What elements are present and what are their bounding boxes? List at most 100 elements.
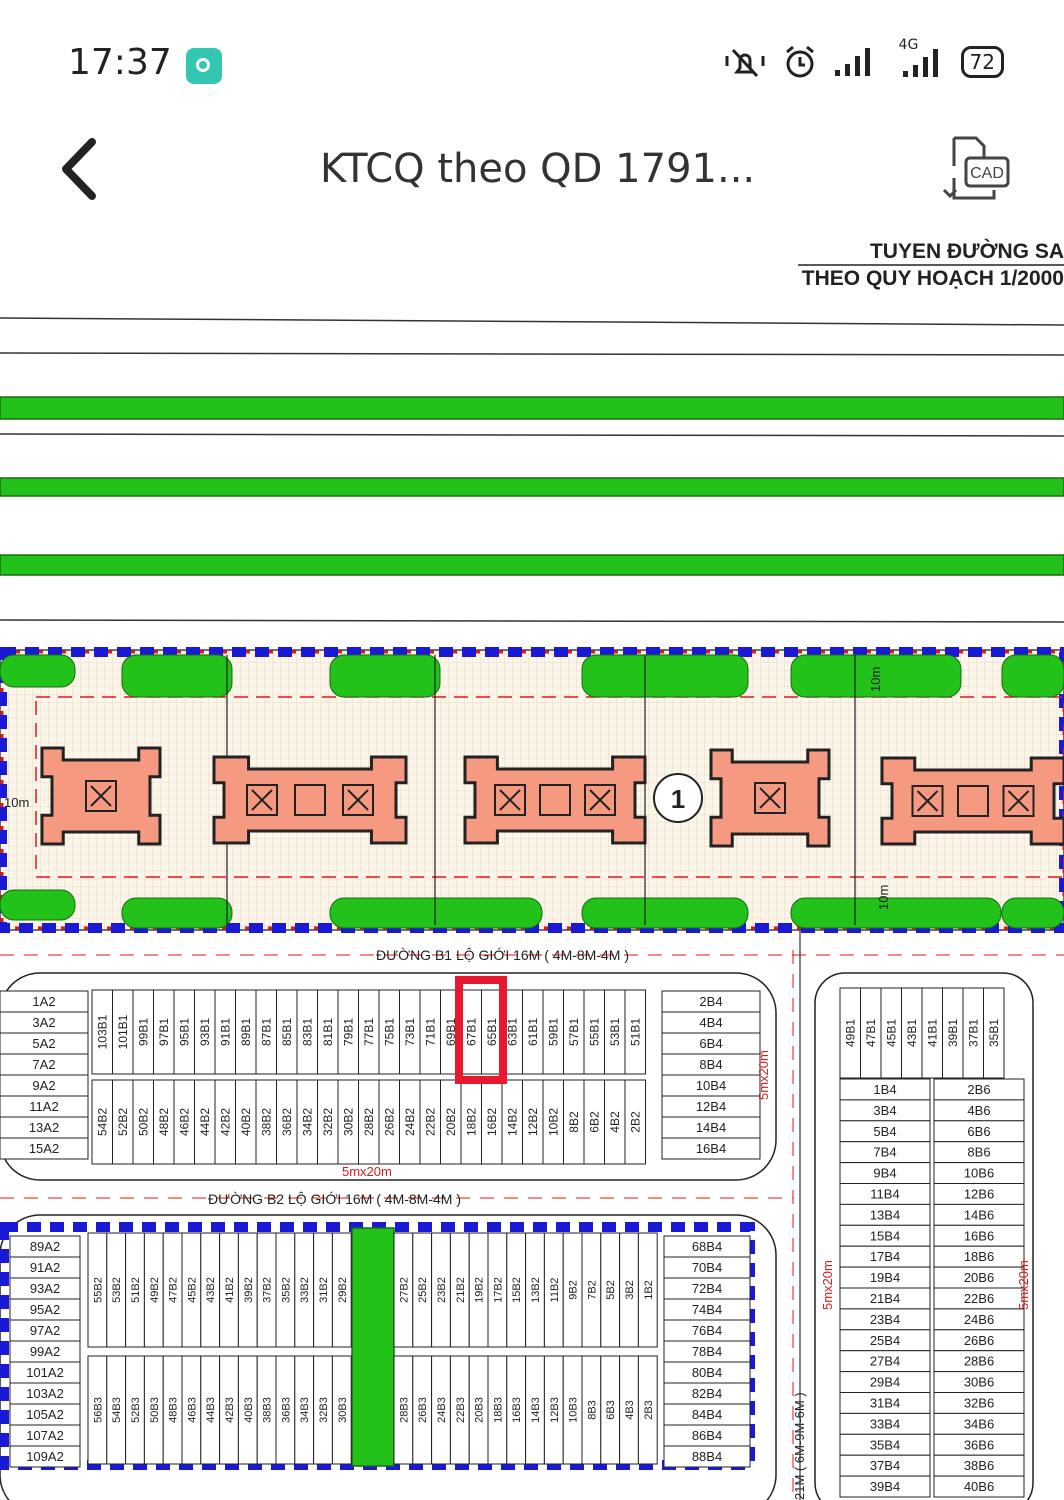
building[interactable]: [709, 748, 831, 848]
lot-label: 14B3: [530, 1397, 542, 1423]
lot-label: 2B3: [643, 1400, 655, 1420]
lot-label: 22B2: [424, 1108, 438, 1136]
lot-label: 78B4: [692, 1344, 722, 1359]
lot-label: 44B2: [198, 1108, 212, 1136]
block-lower-middle[interactable]: 89A291A293A295A297A299A2101A2103A2105A21…: [0, 1214, 777, 1500]
dim-10m-top: 10m: [868, 667, 883, 692]
lot-label: 10B3: [568, 1397, 580, 1423]
lot-cell[interactable]: [637, 1232, 658, 1348]
building[interactable]: [463, 755, 647, 845]
lot-cell[interactable]: [933, 1475, 1025, 1498]
highlighted-lot-67B1[interactable]: [455, 976, 507, 1084]
lot-label: 39B2: [243, 1277, 255, 1303]
lot-cell[interactable]: [331, 1232, 352, 1348]
lot-label: 35B1: [987, 1019, 1001, 1047]
green-pad: [1001, 897, 1064, 929]
lot-marker-label: 1: [671, 784, 685, 814]
lot-label: 20B3: [474, 1397, 486, 1423]
lot-label: 54B3: [111, 1397, 123, 1423]
lot-label: 5B2: [605, 1280, 617, 1300]
lot-label: 56B3: [92, 1397, 104, 1423]
road-b2-label: ĐƯỜNG B2 LỘ GIỚI 16M ( 4M-8M-4M ): [208, 1191, 461, 1207]
lot-label: 22B6: [964, 1291, 994, 1306]
lot-label: 19B2: [474, 1277, 486, 1303]
dim-label-vertical: 5mx20m: [1016, 1260, 1031, 1310]
lot-label: 107A2: [26, 1428, 64, 1443]
lot-label: 14B4: [696, 1120, 726, 1135]
lot-label: 65B1: [485, 1018, 499, 1046]
plot-block-1[interactable]: 1 10m 10m 10m: [0, 647, 1064, 933]
lot-label: 59B1: [547, 1018, 561, 1046]
lot-label: 41B1: [926, 1019, 940, 1047]
dim-label-vertical: 5mx20m: [756, 1050, 771, 1100]
lot-cell[interactable]: [0, 1137, 89, 1160]
status-icons: 4G 72: [723, 37, 1004, 80]
lot-label: 84B4: [692, 1407, 722, 1422]
lot-label: 30B2: [342, 1108, 356, 1136]
lot-label: 36B2: [280, 1108, 294, 1136]
lot-label: 34B2: [301, 1108, 315, 1136]
lot-label: 71B1: [424, 1018, 438, 1046]
lot-label: 42B2: [219, 1108, 233, 1136]
building[interactable]: [880, 756, 1064, 846]
lot-label: 10B2: [547, 1108, 561, 1136]
lot-label: 68B4: [692, 1239, 722, 1254]
lot-label: 2B4: [699, 994, 722, 1009]
lot-cell[interactable]: [661, 1137, 761, 1160]
lot-label: 17B2: [492, 1277, 504, 1303]
building[interactable]: [212, 755, 408, 845]
lot-label: 101A2: [26, 1365, 64, 1380]
cad-drawing[interactable]: TUYEN ĐƯỜNG SA THEO QUY HOẠCH 1/2000 1 1…: [0, 230, 1064, 1500]
lot-label: 26B2: [383, 1108, 397, 1136]
alarm-icon: [785, 45, 814, 78]
lot-label: 81B1: [321, 1018, 335, 1046]
lot-label: 28B6: [964, 1354, 994, 1369]
building[interactable]: [40, 746, 162, 846]
cad-label: CAD: [970, 165, 1004, 182]
plan-heading-line2: THEO QUY HOẠCH 1/2000: [802, 267, 1064, 290]
lot-label: 61B1: [526, 1018, 540, 1046]
lot-label: 99B1: [137, 1018, 151, 1046]
lot-cell[interactable]: [637, 1355, 658, 1465]
lot-label: 50B2: [137, 1108, 151, 1136]
green-pad: [0, 654, 76, 688]
lot-label: 21B2: [455, 1277, 467, 1303]
lot-label: 29B4: [870, 1375, 900, 1390]
lot-label: 48B2: [157, 1108, 171, 1136]
lot-label: 11A2: [29, 1099, 58, 1114]
lot-label: 31B2: [318, 1277, 330, 1303]
lot-label: 75B1: [383, 1018, 397, 1046]
lot-label: 37B4: [870, 1458, 900, 1473]
lot-cell[interactable]: [663, 1445, 751, 1468]
lot-label: 79B1: [342, 1018, 356, 1046]
dim-10m-bottom: 10m: [876, 885, 891, 910]
cad-file-button[interactable]: CAD: [940, 134, 1012, 206]
lot-cell[interactable]: [624, 989, 646, 1075]
back-button[interactable]: [52, 134, 112, 204]
lot-cell[interactable]: [9, 1445, 81, 1468]
lot-label: 77B1: [362, 1018, 376, 1046]
lot-label: 35B4: [870, 1437, 900, 1452]
lot-label: 8B2: [567, 1111, 581, 1133]
lot-label: 82B4: [692, 1386, 722, 1401]
lot-marker: [653, 773, 703, 823]
lot-label: 4B6: [967, 1103, 990, 1118]
lot-label: 55B2: [92, 1277, 104, 1303]
lot-label: 16B6: [964, 1228, 994, 1243]
lot-label: 36B6: [964, 1437, 994, 1452]
lot-label: 33B4: [870, 1416, 900, 1431]
lot-cell[interactable]: [983, 987, 1005, 1079]
lot-cell[interactable]: [331, 1355, 352, 1465]
lot-label: 37B2: [262, 1277, 274, 1303]
lot-label: 101B1: [116, 1014, 130, 1049]
cad-map-view[interactable]: TUYEN ĐƯỜNG SA THEO QUY HOẠCH 1/2000 1 1…: [0, 230, 1064, 1500]
lot-cell[interactable]: [624, 1079, 646, 1165]
lot-label: 51B1: [629, 1018, 643, 1046]
lot-label: 15A2: [29, 1141, 59, 1156]
lot-cell[interactable]: [839, 1475, 931, 1498]
road-vertical-label: 21M ( 6M-9M-6M ): [792, 1392, 807, 1500]
lot-label: 40B3: [243, 1397, 255, 1423]
lot-label: 43B2: [205, 1277, 217, 1303]
